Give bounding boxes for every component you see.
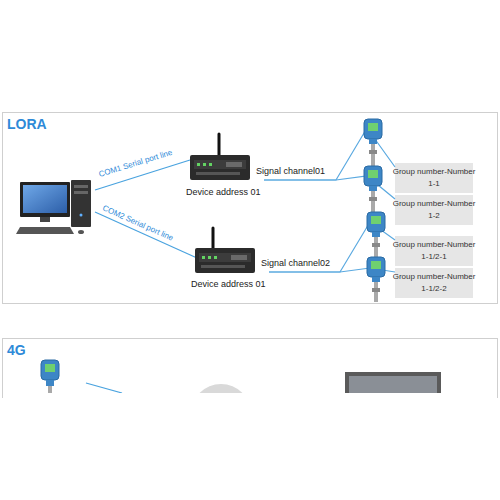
gateway-panel — [194, 160, 246, 169]
gateway-icon — [190, 134, 250, 180]
sensor-display — [368, 170, 378, 178]
sensor-head — [364, 119, 382, 139]
monitor-frame — [20, 182, 70, 217]
sensor-neck — [372, 277, 380, 282]
port-row — [201, 265, 245, 268]
sensor-tag: Group number-Number1-1/2-2 — [395, 268, 473, 298]
signal-connector — [269, 268, 395, 272]
signal-wire — [86, 383, 122, 393]
status-led — [203, 163, 206, 166]
computer-icon — [16, 180, 91, 234]
sensor-head — [364, 166, 382, 186]
port-row — [196, 172, 240, 175]
port — [226, 162, 242, 167]
4g-illustration — [41, 360, 441, 393]
pressure-sensor — [364, 119, 382, 166]
section-panel: 4G — [2, 338, 498, 398]
sensor-fitting — [369, 150, 377, 154]
serial-wire — [95, 212, 197, 258]
wire-label: COM1 Serial port line — [98, 148, 174, 179]
node-value: 1-1/2-2 — [421, 283, 446, 295]
sensor-display — [371, 216, 381, 224]
signal-connector — [264, 176, 395, 199]
sensor-neck — [369, 139, 377, 144]
status-led — [202, 256, 205, 259]
monitor-stand — [40, 217, 50, 222]
section-panel: LORA Device address 01 Device address 01 Gr… — [2, 112, 498, 304]
gateway-node: Device address 01 — [191, 226, 269, 290]
port — [231, 255, 247, 260]
sensor-head — [367, 257, 385, 277]
node-heading: LORA — [7, 116, 47, 132]
screen-picture — [345, 372, 441, 393]
sensor-fitting — [372, 288, 380, 292]
monitor-screen — [23, 185, 67, 213]
pc-tower — [71, 180, 91, 227]
sensor-head — [367, 212, 385, 232]
sensor-tag: Group number-Number1-2 — [395, 195, 473, 225]
node-heading: Group number-Number — [393, 239, 476, 251]
sensor-stem — [48, 386, 52, 393]
antenna — [218, 134, 221, 156]
status-led — [214, 256, 217, 259]
sensor-head — [41, 360, 59, 380]
gateway-panel — [199, 253, 251, 262]
gateway-body — [195, 248, 255, 273]
sensor-neck — [369, 186, 377, 191]
sensor-stem — [371, 191, 375, 213]
channel-label: Signal channel01 — [256, 166, 325, 176]
wire-label: COM2 Serial port line — [101, 203, 175, 242]
sensor-fitting — [369, 197, 377, 201]
node-heading: Device address 01 — [191, 279, 269, 290]
gateway-node: Device address 01 — [186, 132, 264, 198]
node-heading: Group number-Number — [393, 198, 476, 210]
node-heading: Device address 01 — [186, 187, 264, 198]
status-led — [208, 256, 211, 259]
sensor-display — [45, 364, 55, 372]
status-led — [197, 163, 200, 166]
gateway-icon — [195, 228, 255, 273]
pressure-sensor — [367, 212, 385, 259]
sensor-tag: Group number-Number1-1 — [395, 163, 473, 193]
sensor-stem — [374, 282, 378, 302]
sensor-stem — [371, 144, 375, 166]
drive-slot — [74, 191, 88, 194]
power-led — [80, 214, 83, 217]
pressure-sensor — [367, 257, 385, 302]
node-value: 1-1/2-1 — [421, 251, 446, 263]
sensor-stem — [374, 237, 378, 259]
pressure-sensor — [364, 166, 382, 213]
antenna — [212, 228, 215, 250]
node-heading: Group number-Number — [393, 271, 476, 283]
gateway-body — [190, 155, 250, 180]
node-heading: 4G — [7, 342, 26, 358]
sensor-neck — [372, 232, 380, 237]
node-value: 1-1 — [428, 178, 440, 190]
drive-slot — [74, 185, 88, 188]
keyboard — [16, 227, 74, 234]
sensor-display — [368, 123, 378, 131]
mouse — [78, 230, 84, 234]
screen-picture-inner — [349, 376, 437, 393]
status-led — [209, 163, 212, 166]
cloud-circle — [191, 384, 251, 393]
sensor-neck — [46, 380, 54, 386]
sensor-fitting — [372, 243, 380, 247]
sensor-display — [371, 261, 381, 269]
channel-label: Signal channel02 — [261, 258, 330, 268]
node-value: 1-2 — [428, 210, 440, 222]
sensor-tag: Group number-Number1-1/2-1 — [395, 236, 473, 266]
node-heading: Group number-Number — [393, 166, 476, 178]
